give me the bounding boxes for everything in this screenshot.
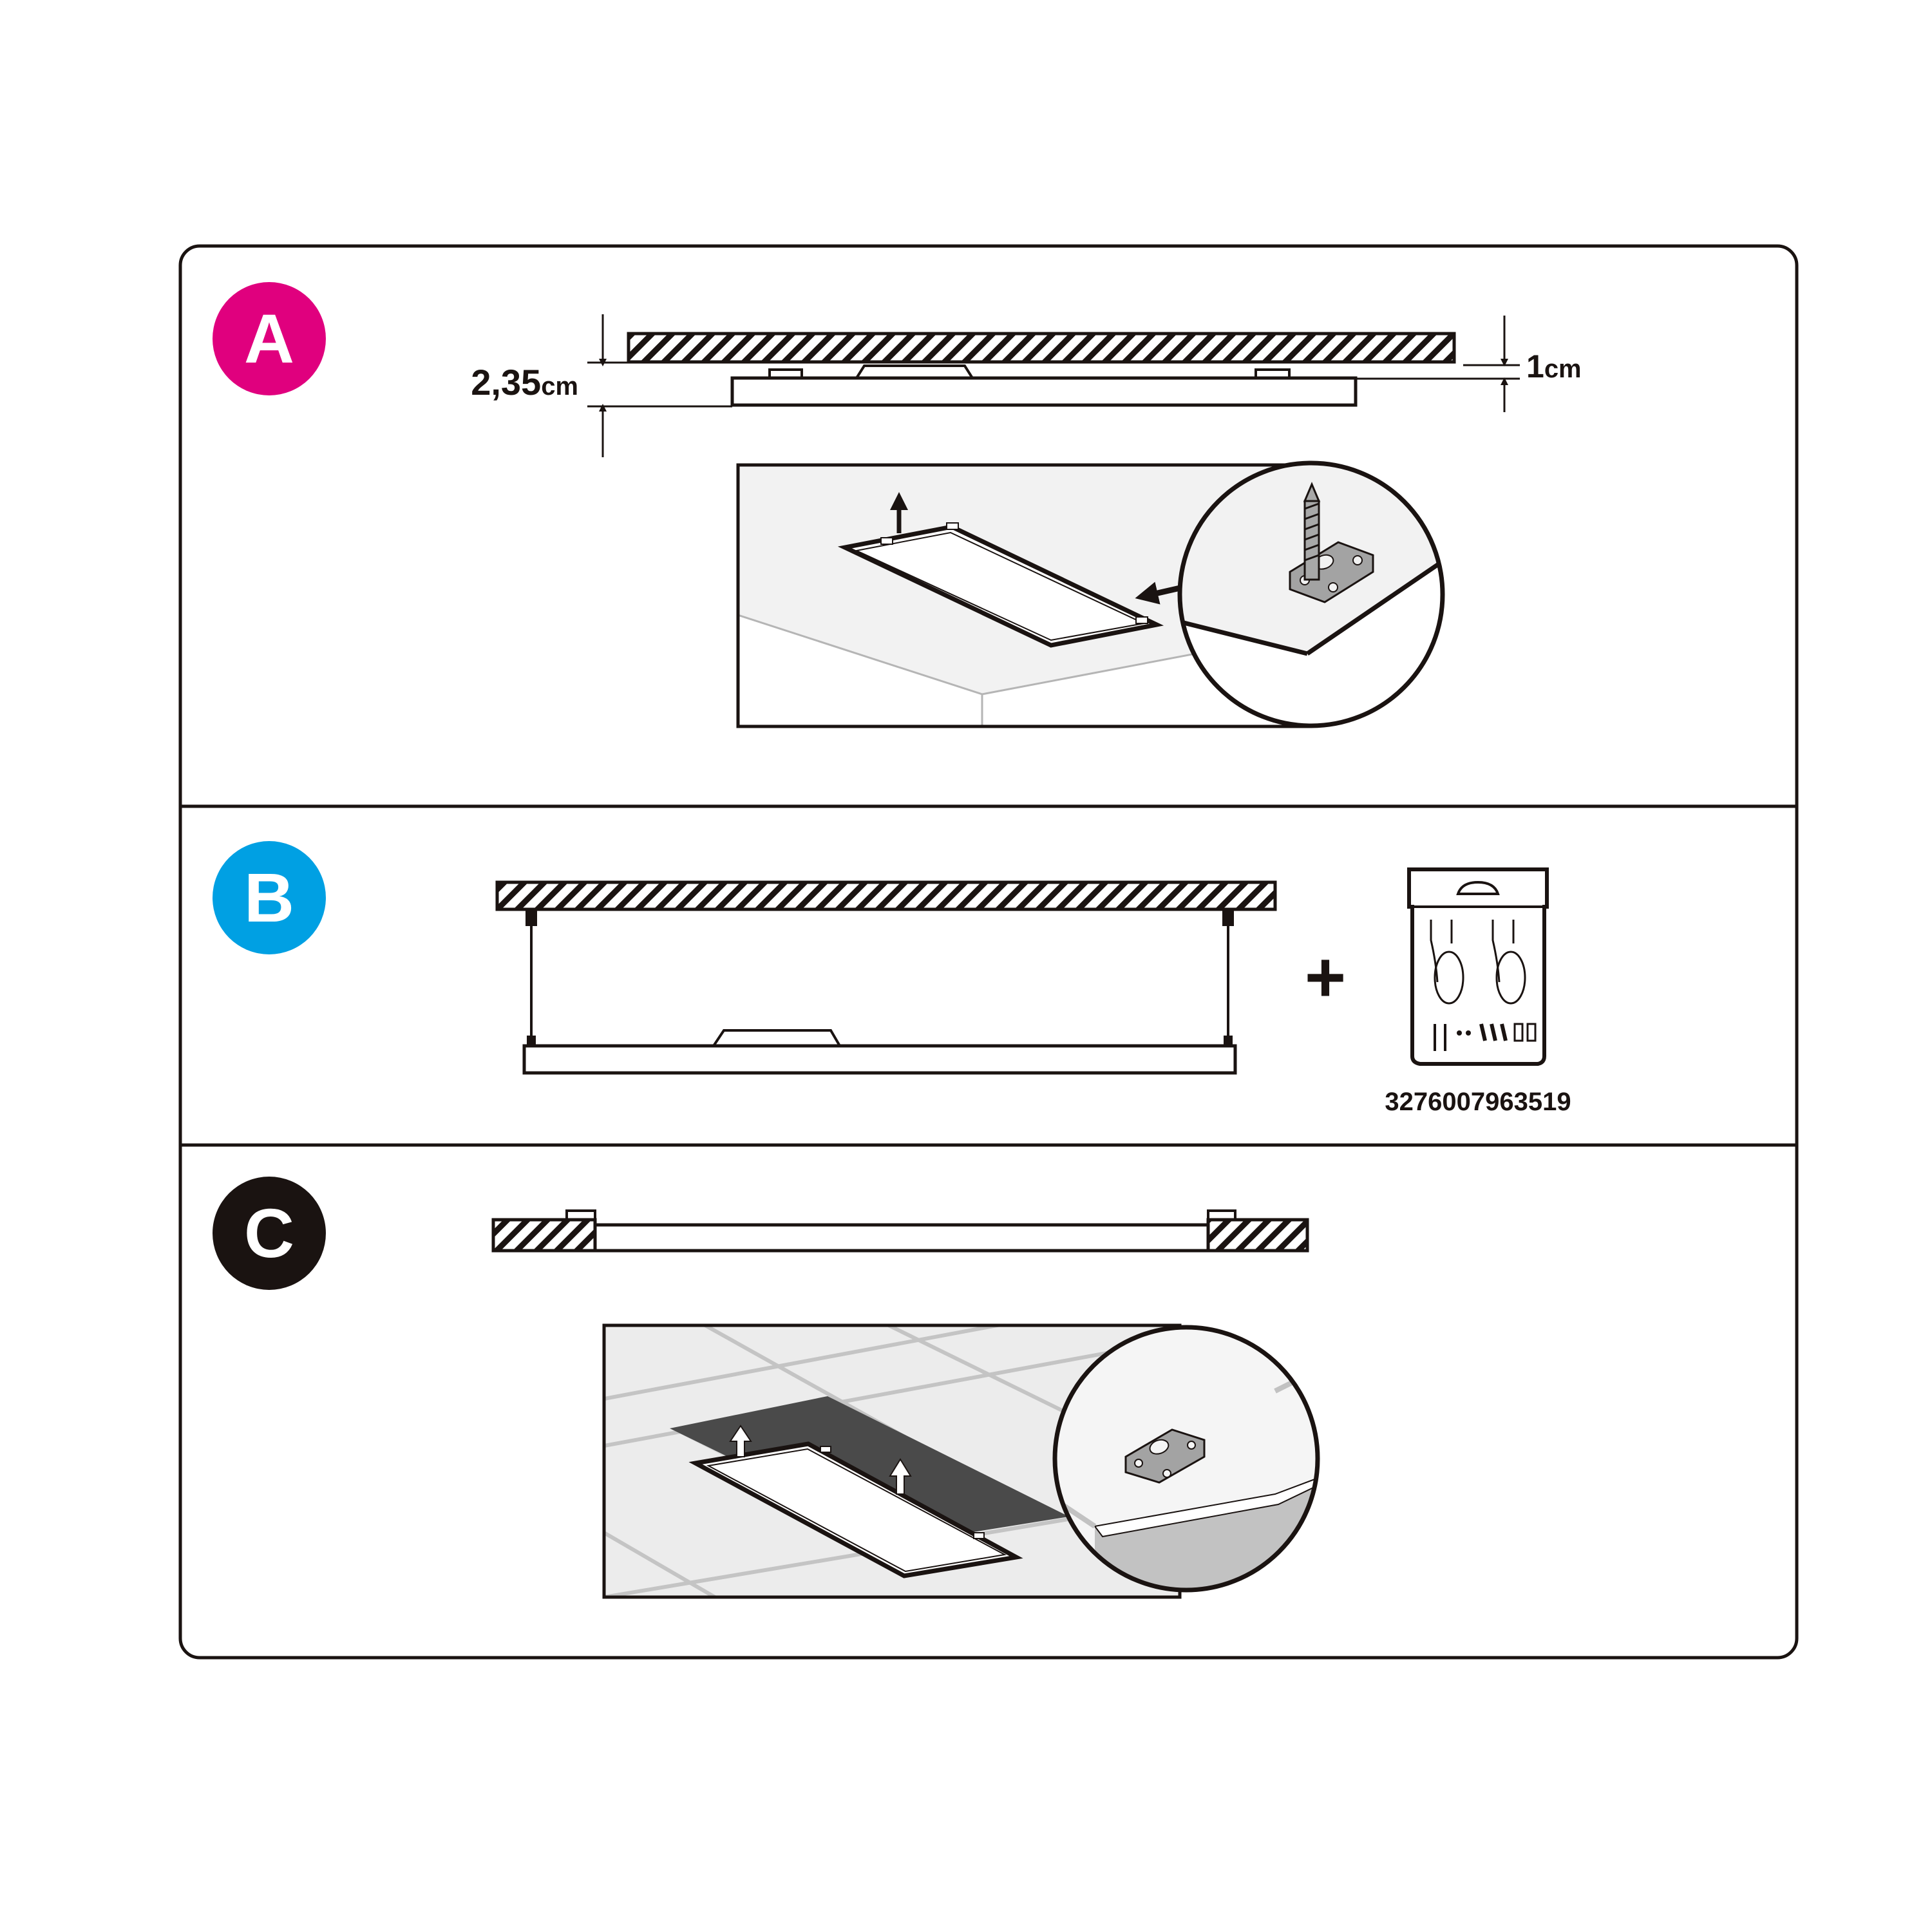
mount-bracket [565,1209,596,1225]
zoom-detail-c [1052,1325,1320,1593]
depth-unit: cm [541,372,578,401]
zoom-circle-c [1052,1325,1320,1593]
step-badge-a: A [213,282,326,395]
screw-bracket-icon [1289,482,1374,603]
gap-dimension: 1cm [1356,316,1582,412]
ceiling-opening [670,1396,1069,1543]
step-badge-a-circle [213,282,326,395]
step-badge-b: B [213,841,326,954]
step-badge-c: C [213,1177,326,1290]
mount-bracket [768,368,803,377]
led-panel-side [522,1044,1237,1075]
kit-barcode-number: 3276007963519 [1385,1088,1571,1116]
driver-box [711,1029,842,1047]
section-b: B + [213,841,1571,1116]
zoom-detail-a [1177,460,1445,728]
plus-sign: + [1305,938,1346,1017]
ceiling-anchor [1222,909,1234,926]
up-arrow [889,1458,912,1495]
outer-frame [178,244,1799,1660]
suspension-side-view [495,880,1277,1075]
step-letter-c: C [244,1194,294,1272]
driver-box [854,365,975,379]
led-panel-perspective [837,524,1164,648]
surface-mount-side-view [627,332,1456,407]
zoom-circle-a [1177,460,1445,728]
up-arrow [729,1425,752,1457]
led-panel-perspective [688,1441,1023,1578]
gap-unit: cm [1544,355,1582,383]
section-c: C [213,1177,1320,1599]
depth-dimension: 2,35cm [471,314,732,457]
gap-value: 1 [1526,348,1544,384]
ceiling-tile-right [1206,1218,1309,1253]
mount-bracket [1255,368,1291,377]
suspension-kit-package-icon [1407,867,1549,1066]
grid-ceiling-recessed-illustration [602,1323,1182,1599]
bracket-icon [1124,1428,1206,1484]
led-panel-side [730,376,1358,407]
step-letter-b: B [244,858,294,936]
ceiling-slab [627,332,1456,364]
depth-value: 2,35 [471,362,541,402]
led-panel-side [593,1223,1210,1253]
gap-label: 1cm [1526,348,1582,384]
recessed-side-view [491,1209,1309,1253]
step-letter-a: A [244,299,294,377]
depth-label: 2,35cm [471,362,578,402]
step-badge-b-circle [213,841,326,954]
ceiling-anchor [526,909,537,926]
ceiling-tile-left [491,1218,597,1253]
mount-bracket [1207,1209,1236,1225]
step-badge-c-circle [213,1177,326,1290]
section-a: A 2,35cm 1cm [213,282,1582,728]
ceiling-slab [495,880,1277,911]
